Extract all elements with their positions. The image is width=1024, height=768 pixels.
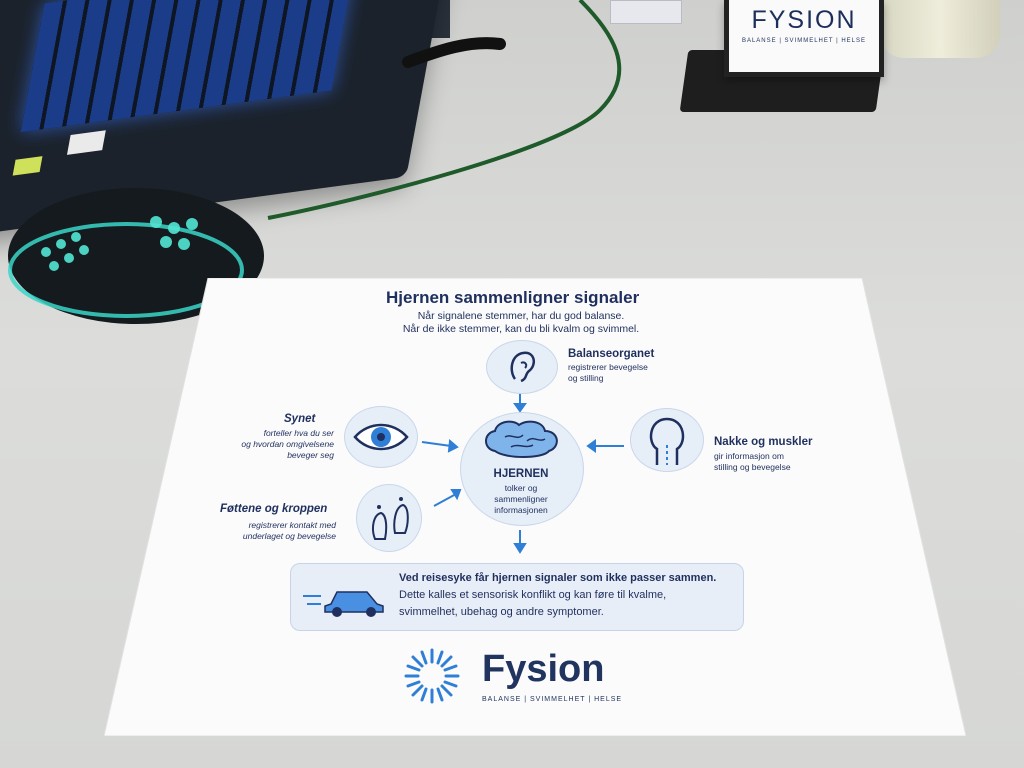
- gaming-mouse: [8, 188, 264, 324]
- eye-icon: [353, 423, 409, 451]
- laptop-sticker: [66, 130, 106, 155]
- logo-wordmark: Fysion: [482, 648, 605, 690]
- sign-title: FYSION: [751, 6, 857, 34]
- balance-circle: [486, 340, 558, 394]
- sensory-conflict-box: Ved reisesyke får hjernen signaler som i…: [290, 563, 744, 631]
- sign-subtitle: BALANSE | SVIMMELHET | HELSE: [741, 38, 867, 44]
- glass-jar: [880, 0, 1000, 58]
- neck-icon: [649, 417, 685, 465]
- feet-icon: [372, 497, 409, 540]
- poster-sheet: Hjernen sammenligner signaler Når signal…: [104, 278, 966, 736]
- conflict-line-1: Ved reisesyke får hjernen signaler som i…: [399, 572, 717, 584]
- feet-desc-2: underlaget og bevegelse: [242, 531, 336, 541]
- vision-desc-3: beveger seg: [287, 450, 334, 460]
- car-icon: [303, 591, 384, 617]
- conflict-line-2: Dette kalles et sensorisk konflikt og ka…: [399, 589, 667, 601]
- laptop-keyboard: [20, 0, 356, 133]
- poster-subtitle-1: Når signalene stemmer, har du god balans…: [417, 310, 625, 322]
- balance-label: Balanseorganet: [568, 348, 655, 360]
- logo-tagline: BALANSE | SVIMMELHET | HELSE: [482, 696, 623, 703]
- feet-circle: [356, 484, 422, 552]
- brain-desc-2: sammenligner: [494, 494, 548, 504]
- device-box: [610, 0, 682, 24]
- balance-desc-1: registrerer bevegelse: [568, 362, 648, 372]
- vision-desc-2: og hvordan omgivelsene: [241, 439, 334, 449]
- laptop-sticker-green: [12, 156, 43, 176]
- desk-sign: FYSION BALANSE | SVIMMELHET | HELSE: [724, 0, 884, 77]
- neck-label: Nakke og muskler: [714, 436, 813, 448]
- vision-desc-1: forteller hva du ser: [263, 428, 334, 438]
- fysion-logo-icon: [404, 648, 460, 704]
- brain-circle: [460, 412, 584, 526]
- vision-circle: [344, 406, 418, 468]
- vision-label: Synet: [284, 413, 316, 425]
- feet-desc-1: registrerer kontakt med: [248, 520, 336, 530]
- brain-desc-3: informasjonen: [494, 505, 548, 515]
- poster-title: Hjernen sammenligner signaler: [386, 288, 640, 307]
- ear-icon: [510, 351, 536, 383]
- neck-desc-2: stilling og bevegelse: [714, 462, 791, 472]
- brain-desc-1: tolker og: [504, 483, 538, 493]
- brain-label: HJERNEN: [493, 468, 549, 480]
- balance-desc-2: og stilling: [568, 373, 604, 383]
- poster-subtitle-2: Når de ikke stemmer, kan du bli kvalm og…: [402, 323, 640, 335]
- conflict-line-3: svimmelhet, ubehag og andre symptomer.: [399, 606, 604, 618]
- neck-desc-1: gir informasjon om: [714, 451, 784, 461]
- feet-label: Føttene og kroppen: [220, 503, 328, 515]
- brain-icon: [485, 420, 558, 458]
- neck-circle: [630, 408, 704, 472]
